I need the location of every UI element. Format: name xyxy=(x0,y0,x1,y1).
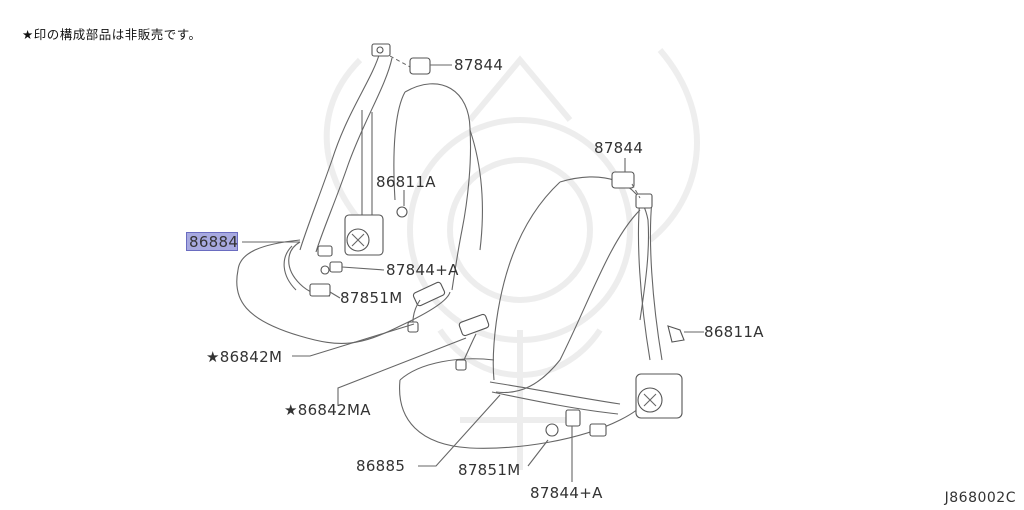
label-87844a-bottom[interactable]: 87844+A xyxy=(530,484,603,502)
label-87851m-left[interactable]: 87851M xyxy=(340,289,403,307)
label-86842ma[interactable]: ★86842MA xyxy=(284,401,371,419)
non-sale-note: ★印の構成部品は非販売です。 xyxy=(22,27,202,42)
label-86884[interactable]: 86884 xyxy=(189,233,239,251)
label-87844-right[interactable]: 87844 xyxy=(594,139,644,157)
label-86811a-left[interactable]: 86811A xyxy=(376,173,436,191)
label-87851m-bottom[interactable]: 87851M xyxy=(458,461,521,479)
diagram-code: J868002C xyxy=(944,490,1016,506)
label-86811a-right[interactable]: 86811A xyxy=(704,323,764,341)
right-seat xyxy=(399,171,685,449)
label-86885[interactable]: 86885 xyxy=(356,457,406,475)
leader-lines xyxy=(242,64,704,482)
highlighted-part-box xyxy=(186,232,238,251)
label-87844-top[interactable]: 87844 xyxy=(454,56,504,74)
label-86842m[interactable]: ★86842M xyxy=(206,348,283,366)
left-seat xyxy=(236,43,483,344)
label-87844a-left[interactable]: 87844+A xyxy=(386,261,459,279)
